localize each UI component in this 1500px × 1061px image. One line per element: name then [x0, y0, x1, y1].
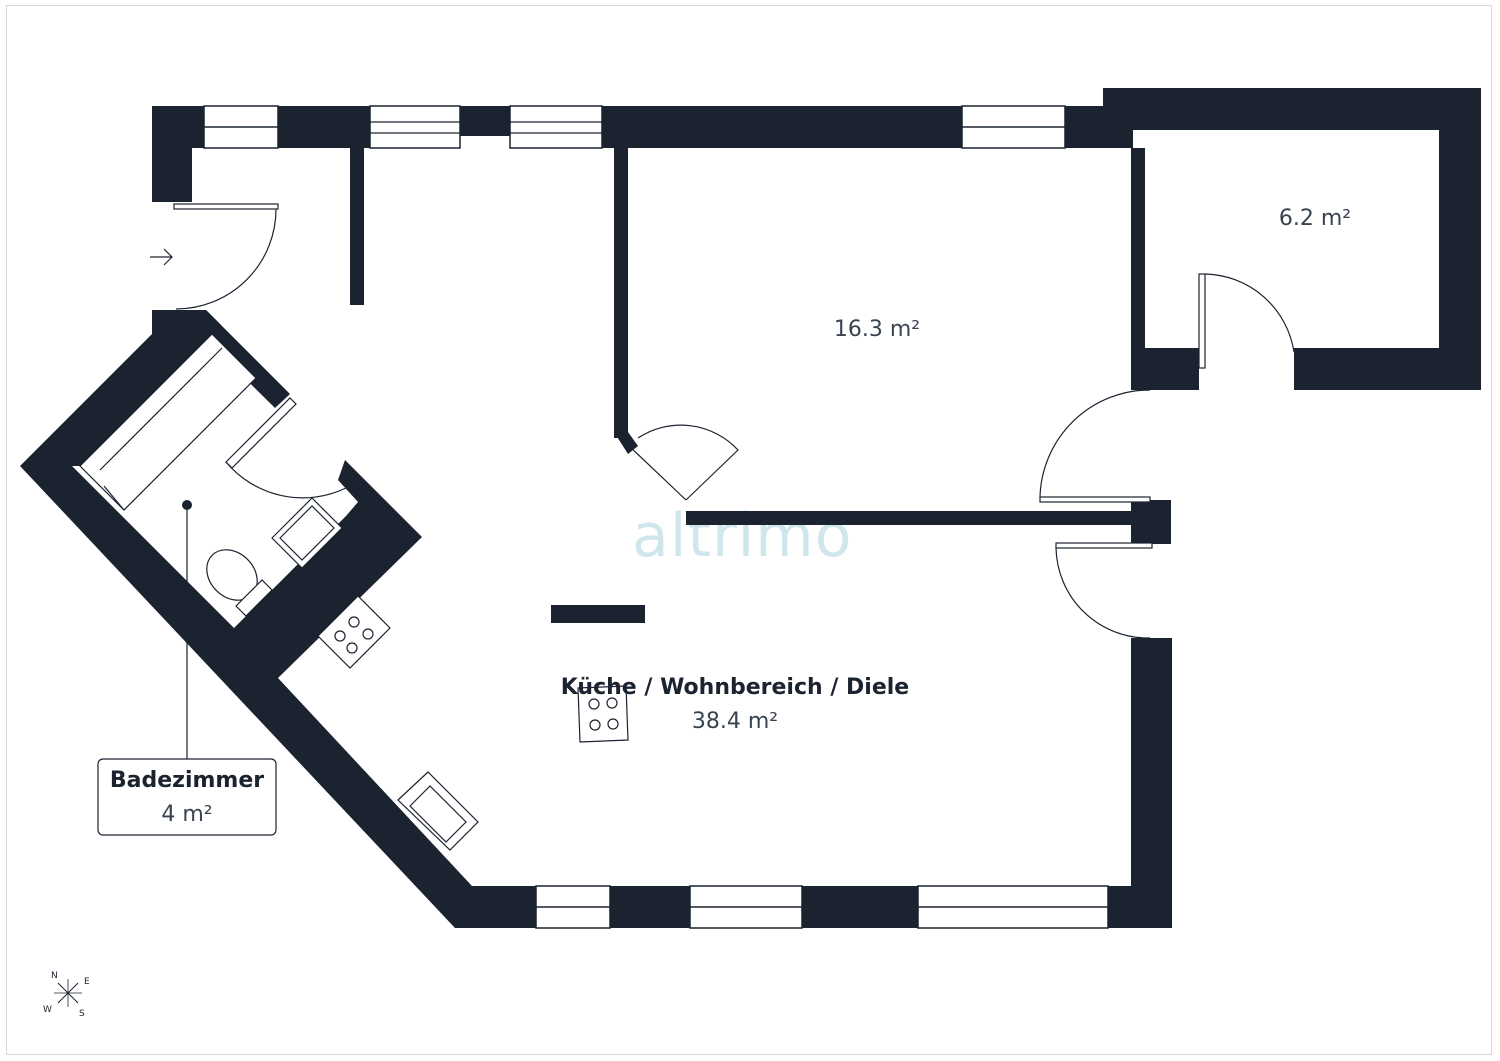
bathroom-area: 4 m²	[161, 802, 212, 827]
doors	[173, 203, 1295, 639]
toilet-icon	[206, 549, 273, 617]
kitchen-area: 38.4 m²	[692, 709, 778, 734]
sink-icon	[271, 497, 343, 569]
entrance-arrow-icon	[150, 248, 173, 266]
compass-w: W	[43, 1005, 52, 1015]
compass-icon: N E S W	[43, 971, 90, 1019]
room-small-area: 6.2 m²	[1279, 206, 1351, 231]
windows	[203, 105, 1109, 929]
page-frame	[6, 5, 1492, 1055]
room-mid-area: 16.3 m²	[834, 317, 920, 342]
cooktop-icon	[317, 595, 391, 669]
walls	[20, 88, 1481, 928]
kitchen-name: Küche / Wohnbereich / Diele	[561, 675, 909, 700]
bathroom-callout: Badezimmer 4 m²	[97, 500, 277, 836]
compass-s: S	[79, 1009, 85, 1019]
bathroom-name: Badezimmer	[110, 768, 264, 793]
compass-n: N	[51, 971, 58, 981]
sink-icon	[397, 771, 479, 851]
bathtub-icon	[79, 333, 257, 511]
cooktop-icon	[577, 685, 629, 743]
compass-e: E	[84, 977, 90, 987]
fixtures	[79, 333, 629, 851]
